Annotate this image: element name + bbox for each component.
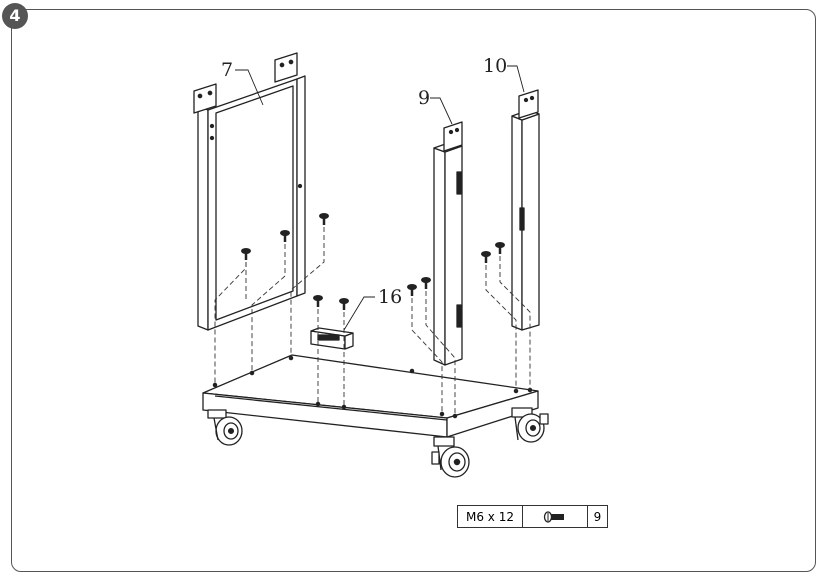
base-platform <box>202 354 539 438</box>
front-post-9 <box>433 121 463 366</box>
caster-front-left <box>207 409 243 446</box>
side-frame-7 <box>193 52 306 331</box>
bracket-16 <box>310 327 354 350</box>
bolt <box>421 277 431 289</box>
callout-7: 7 <box>221 59 234 81</box>
bolt <box>407 284 417 296</box>
bolt <box>495 242 505 254</box>
bolt <box>241 248 251 260</box>
bolt <box>339 298 349 310</box>
bolt <box>481 251 491 263</box>
assembly-guides <box>214 227 531 416</box>
bolt-icon <box>543 510 564 523</box>
hardware-table: M6 x 12 9 <box>457 505 608 528</box>
bolts <box>241 213 505 310</box>
caster-rear-right <box>511 407 549 443</box>
rear-post-10 <box>511 89 540 331</box>
step-frame <box>11 9 816 572</box>
leader-lines <box>235 65 525 331</box>
step-number-badge: 4 <box>2 3 28 29</box>
bolt <box>280 230 290 242</box>
hardware-quantity-cell: 9 <box>593 509 602 524</box>
hardware-icon-cell <box>523 506 588 527</box>
bolt <box>313 295 323 307</box>
callout-9: 9 <box>418 87 431 109</box>
callout-10: 10 <box>483 55 508 77</box>
hardware-size-cell: M6 x 12 <box>458 506 523 527</box>
caster-front-center <box>431 436 470 478</box>
bolt <box>319 213 329 225</box>
callout-16: 16 <box>378 286 403 308</box>
